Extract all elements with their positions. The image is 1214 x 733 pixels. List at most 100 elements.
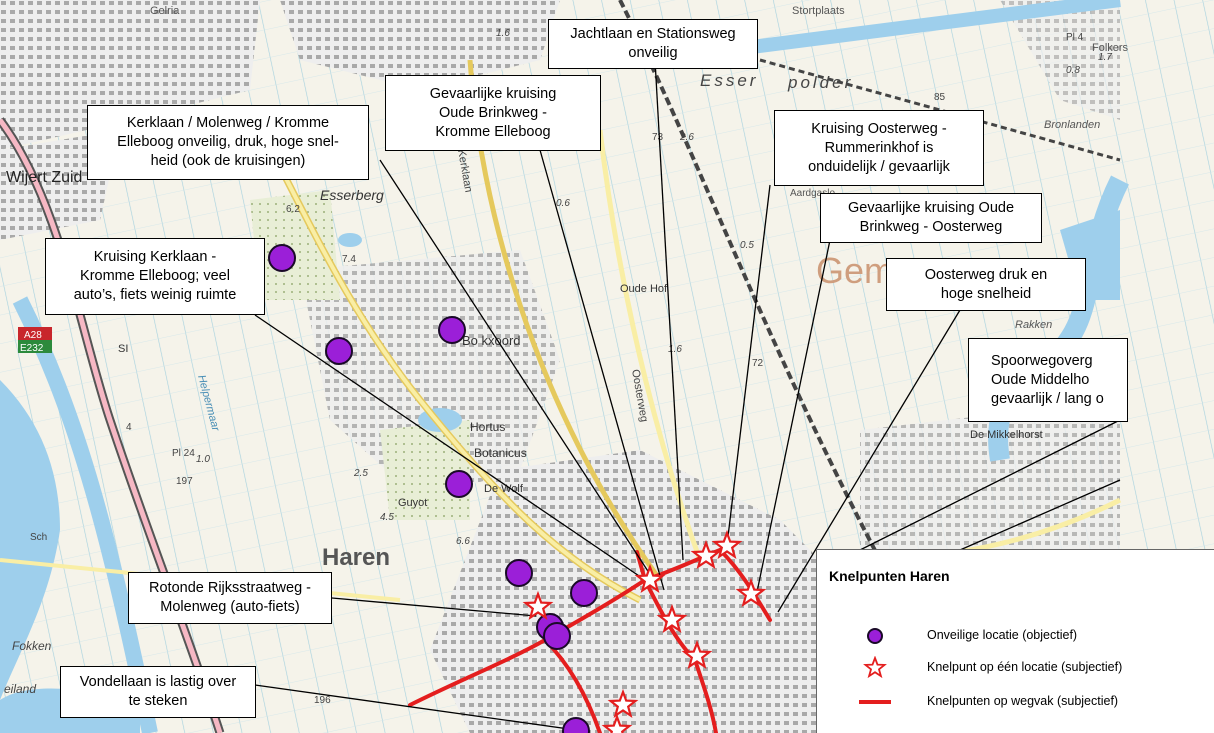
label-aardgas: Aardgaslo (790, 188, 835, 199)
unsafe-location-dot[interactable] (438, 316, 466, 344)
legend-item-problem-road: Knelpunten op wegvak (subjectief) (817, 690, 1214, 714)
leader-kerklaan-molenweg (379, 159, 656, 583)
label-boekxoord: Bo kxoord (462, 333, 521, 348)
red-star-icon (863, 656, 887, 679)
problem-road-vondellaan (408, 638, 547, 707)
callout-rotonde: Rotonde Rijksstraatweg - Molenweg (auto-… (128, 572, 332, 624)
motorway-shield-a28: A28 (18, 327, 52, 341)
label-height-26: 2.6 (679, 132, 694, 143)
label-bronlanden: Bronlanden (1044, 119, 1100, 131)
pond-esserberg (338, 233, 362, 247)
leader-oude-brinkweg-kromme (539, 149, 665, 591)
problem-point-star[interactable] (522, 590, 554, 621)
unsafe-location-dot[interactable] (505, 559, 533, 587)
label-197: 197 (176, 476, 193, 487)
unsafe-location-dot[interactable] (562, 717, 590, 733)
label-72: 72 (752, 358, 764, 369)
lake-west (0, 380, 60, 700)
label-botanicus: Botanicus (474, 446, 527, 460)
label-sch: Sch (30, 532, 47, 543)
problem-point-star[interactable] (681, 639, 713, 670)
unsafe-location-dot[interactable] (325, 337, 353, 365)
railway-east (759, 58, 1121, 162)
leader-kerklaan-kromme (254, 314, 646, 581)
park-area (380, 420, 470, 520)
label-de-mikkelhorst: De Mikkelhorst (970, 429, 1043, 441)
purple-dot-icon (867, 628, 883, 644)
legend-item-unsafe-location: Onveilige locatie (objectief) (817, 624, 1214, 648)
problem-point-star[interactable] (690, 539, 722, 570)
callout-oosterweg-druk: Oosterweg druk en hoge snelheid (886, 258, 1086, 311)
label-eiland: eiland (4, 682, 36, 696)
leader-spoorweg-1 (859, 419, 1121, 551)
label-polder: polder (787, 73, 853, 92)
urban-area-top (280, 0, 560, 90)
callout-vondellaan: Vondellaan is lastig over te steken (60, 666, 256, 718)
problem-road-oosterweg (718, 548, 772, 622)
urban-area-boekxoord (300, 250, 560, 500)
problem-point-star[interactable] (711, 529, 743, 560)
legend-title: Knelpunten Haren (829, 568, 950, 584)
label-height-74: 7.4 (342, 254, 356, 265)
callout-rummerinkhof: Kruising Oosterweg - Rummerinkhof is ond… (774, 110, 984, 186)
callout-spoorwegovergang: Spoorwegoverg Oude Middelho gevaarlijk /… (968, 338, 1128, 422)
label-height-62: 6.2 (286, 204, 300, 215)
label-gemeente: Gem (816, 250, 894, 291)
label-de-wolf: De Wolf (484, 483, 524, 495)
leader-vondellaan (254, 684, 577, 731)
leader-spoorweg-2 (959, 479, 1121, 551)
label-height-10: 1.0 (196, 454, 210, 465)
label-esser: Esser (700, 71, 758, 90)
unsafe-location-dot[interactable] (268, 244, 296, 272)
urban-area-north (0, 0, 260, 150)
label-height-45: 4.5 (380, 512, 394, 523)
motorway-shield-e232: E232 (18, 340, 52, 354)
unsafe-location-dot[interactable] (570, 579, 598, 607)
leader-lines (254, 59, 1121, 731)
unsafe-location-dot[interactable] (543, 622, 571, 650)
callout-kerklaan-molenweg: Kerklaan / Molenweg / Kromme Elleboog on… (87, 105, 369, 180)
problem-points (522, 529, 767, 733)
svg-text:E232: E232 (20, 343, 44, 354)
label-height-16b: 1.6 (668, 344, 682, 355)
leader-oude-brinkweg-oosterweg (756, 239, 831, 593)
label-73: 73 (652, 132, 664, 143)
label-4: 4 (126, 422, 132, 433)
label-height-17: 1.7 (1098, 52, 1112, 63)
problem-point-star[interactable] (634, 563, 666, 594)
label-height-06: 0.6 (556, 198, 570, 209)
label-height-66: 6.6 (456, 536, 470, 547)
label-pl24: Pl 24 (172, 448, 195, 459)
problem-point-star[interactable] (607, 688, 639, 719)
label-height-25: 2.5 (353, 468, 368, 479)
label-haren: Haren (322, 544, 390, 571)
red-line-icon (859, 700, 891, 704)
label-196: 196 (314, 695, 331, 706)
urban-area-mikkelhorst (860, 400, 1120, 560)
problem-point-star[interactable] (735, 577, 767, 608)
svg-text:A28: A28 (24, 330, 42, 341)
label-oude-hof: Oude Hof (620, 283, 668, 295)
label-stortplaats: Stortplaats (792, 5, 845, 17)
callout-oude-brinkweg-oosterweg: Gevaarlijke kruising Oude Brinkweg - Oos… (820, 193, 1042, 243)
legend-item-problem-point: Knelpunt op één locatie (subjectief) (817, 656, 1214, 680)
label-rakken: Rakken (1015, 319, 1052, 331)
label-gelria: Gelria (150, 5, 180, 17)
leader-rotonde (331, 597, 537, 617)
road-oosterweg (597, 129, 703, 561)
unsafe-locations (268, 244, 598, 733)
label-esserberg: Esserberg (320, 187, 384, 203)
callout-jachtlaan: Jachtlaan en Stationsweg onveilig (548, 19, 758, 69)
problem-point-star[interactable] (601, 713, 633, 733)
unsafe-location-dot[interactable] (445, 470, 473, 498)
label-si: SI (118, 343, 128, 355)
label-wijert-zuid: Wijert Zuid (6, 169, 82, 186)
label-hortus: Hortus (470, 420, 505, 434)
label-folkers: Folkers (1092, 42, 1129, 54)
label-guyot: Guyot (398, 497, 427, 509)
problem-point-star[interactable] (656, 603, 688, 634)
label-pl4: Pl 4 (1066, 32, 1084, 43)
label-85: 85 (934, 92, 946, 103)
urban-area-ne (1000, 0, 1120, 120)
